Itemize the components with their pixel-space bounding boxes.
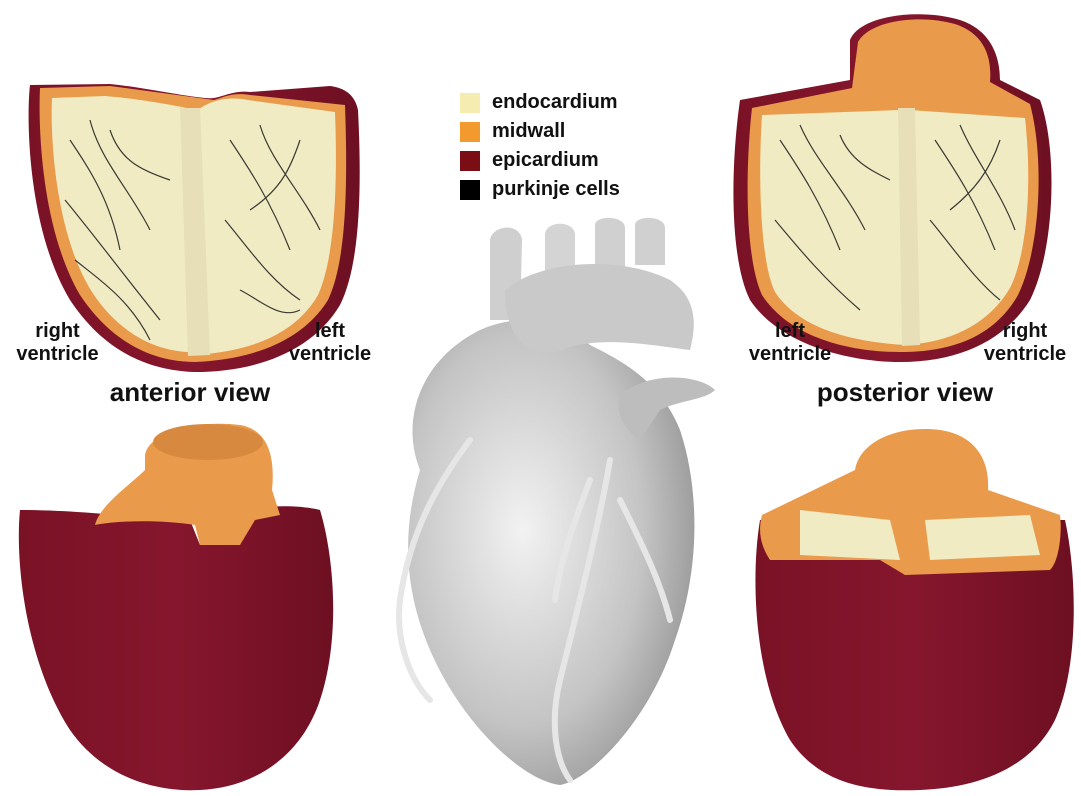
legend-label: endocardium	[492, 91, 618, 114]
midwall-swatch	[460, 122, 480, 142]
legend-item-purkinje: purkinje cells	[460, 175, 620, 204]
legend-item-midwall: midwall	[460, 117, 620, 146]
endocardium-swatch	[460, 93, 480, 113]
anterior-view-title: anterior view	[85, 378, 295, 408]
legend-item-epicardium: epicardium	[460, 146, 620, 175]
legend-label: purkinje cells	[492, 178, 620, 201]
anatomical-heart-model	[399, 218, 715, 785]
posterior-view-title: posterior view	[790, 378, 1020, 408]
purkinje-swatch	[460, 180, 480, 200]
posterior-cut-ventricles	[733, 14, 1051, 362]
legend-item-endocardium: endocardium	[460, 88, 620, 117]
tissue-legend: endocardium midwall epicardium purkinje …	[460, 88, 620, 204]
anterior-right-ventricle-label: right ventricle	[10, 320, 105, 366]
anterior-left-ventricle-label: left ventricle	[280, 320, 380, 366]
anterior-outer-ventricles	[19, 424, 333, 790]
posterior-outer-ventricles	[755, 429, 1073, 790]
legend-label: epicardium	[492, 149, 599, 172]
posterior-right-ventricle-label: right ventricle	[975, 320, 1075, 366]
epicardium-swatch	[460, 151, 480, 171]
posterior-left-ventricle-label: left ventricle	[735, 320, 845, 366]
legend-label: midwall	[492, 120, 565, 143]
